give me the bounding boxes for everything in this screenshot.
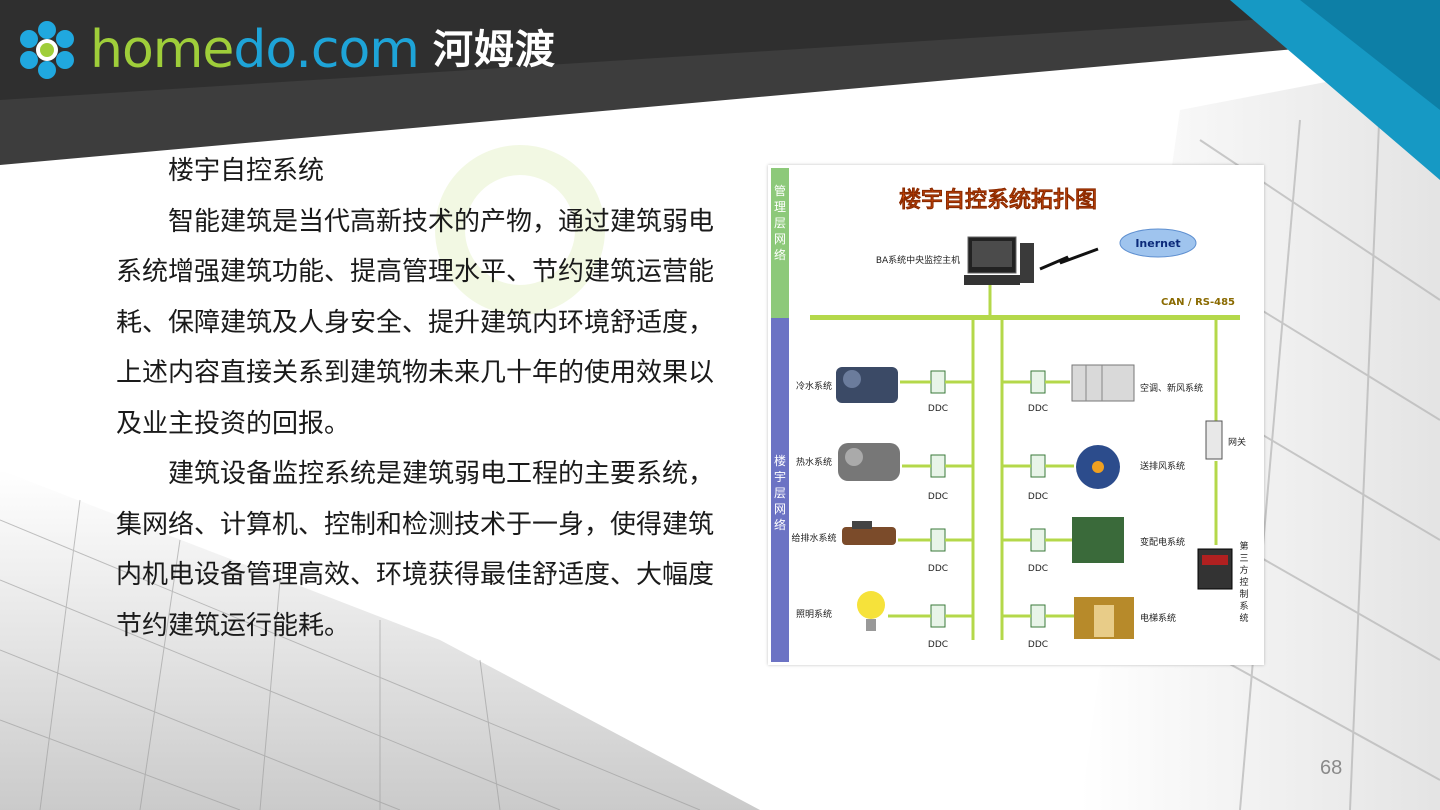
right-system-4: 电梯系统 <box>1140 612 1176 624</box>
ddc-label: DDC <box>1028 404 1048 414</box>
page-number: 68 <box>1320 757 1343 779</box>
fan-icon <box>1076 445 1120 489</box>
left-system-2: 热水系统 <box>796 456 832 468</box>
internet-label: Inernet <box>1135 237 1180 250</box>
logo-chinese-name: 河姆渡 <box>432 27 556 73</box>
elevator-icon <box>1074 597 1134 639</box>
left-system-4: 照明系统 <box>796 608 832 620</box>
pump-icon <box>842 521 896 545</box>
brand-logo[interactable]: homedo.com 河姆渡 <box>14 18 556 82</box>
ddc-label: DDC <box>1028 492 1048 502</box>
body-text: 楼宇自控系统 智能建筑是当代高新技术的产物，通过建筑弱电系统增强建筑功能、提高管… <box>116 146 736 651</box>
boiler-icon <box>838 443 900 481</box>
transformer-icon <box>1072 517 1124 563</box>
logo-text-com: .com <box>295 20 420 80</box>
ddc-label: DDC <box>1028 640 1048 650</box>
right-system-1: 空调、新风系统 <box>1140 382 1203 394</box>
third-party-panel-icon <box>1197 548 1233 590</box>
ddc-label: DDC <box>1028 564 1048 574</box>
ddc-label: DDC <box>928 404 948 414</box>
ahu-icon <box>1071 364 1135 402</box>
paragraph-1: 智能建筑是当代高新技术的产物，通过建筑弱电系统增强建筑功能、提高管理水平、节约建… <box>116 206 715 439</box>
logo-wordmark: homedo.com <box>90 18 420 82</box>
logo-text-home: home <box>90 20 234 80</box>
chiller-icon <box>836 367 898 403</box>
section-title: 楼宇自控系统 <box>168 156 325 186</box>
left-ddc-links <box>888 380 973 618</box>
right-ddc-links <box>1002 380 1074 618</box>
right-system-2: 送排风系统 <box>1140 460 1185 472</box>
ddc-label: DDC <box>928 564 948 574</box>
third-party-label: 第三方控制系统 <box>1239 540 1248 624</box>
left-system-3: 给排水系统 <box>791 532 836 544</box>
host-label: BA系统中央监控主机 <box>876 254 960 266</box>
ddc-label: DDC <box>928 492 948 502</box>
gateway-label: 网关 <box>1228 436 1246 448</box>
diagram-title: 楼宇自控系统拓扑图 <box>899 187 1097 213</box>
flower-logo-icon <box>20 21 74 79</box>
bus-label: CAN / RS-485 <box>1161 297 1235 308</box>
topology-diagram-svg: 管理层网络 楼宇层网络 楼宇自控系统拓扑图 BA系统中央监控主机 Inernet <box>768 165 1264 665</box>
bldg-layer-bar <box>771 318 789 662</box>
host-computer-icon <box>964 236 1034 285</box>
ddc-label: DDC <box>928 640 948 650</box>
internet-cloud-icon <box>1119 228 1197 258</box>
paragraph-2: 建筑设备监控系统是建筑弱电工程的主要系统，集网络、计算机、控制和检测技术于一身，… <box>116 459 715 641</box>
topology-diagram: 管理层网络 楼宇层网络 楼宇自控系统拓扑图 BA系统中央监控主机 Inernet <box>768 165 1264 665</box>
wireless-link-icon <box>1039 247 1099 271</box>
logo-text-do: do <box>233 20 296 80</box>
right-system-3: 变配电系统 <box>1140 536 1185 548</box>
left-system-1: 冷水系统 <box>796 380 832 392</box>
left-ddc-modules <box>930 370 946 628</box>
gateway-icon <box>1205 420 1223 460</box>
mgmt-layer-bar <box>771 168 789 318</box>
light-bulb-icon <box>857 591 885 631</box>
can-bus-line <box>810 315 1240 320</box>
mgmt-layer-label: 管理层网络 <box>774 183 786 262</box>
bldg-layer-label: 楼宇层网络 <box>774 453 786 532</box>
